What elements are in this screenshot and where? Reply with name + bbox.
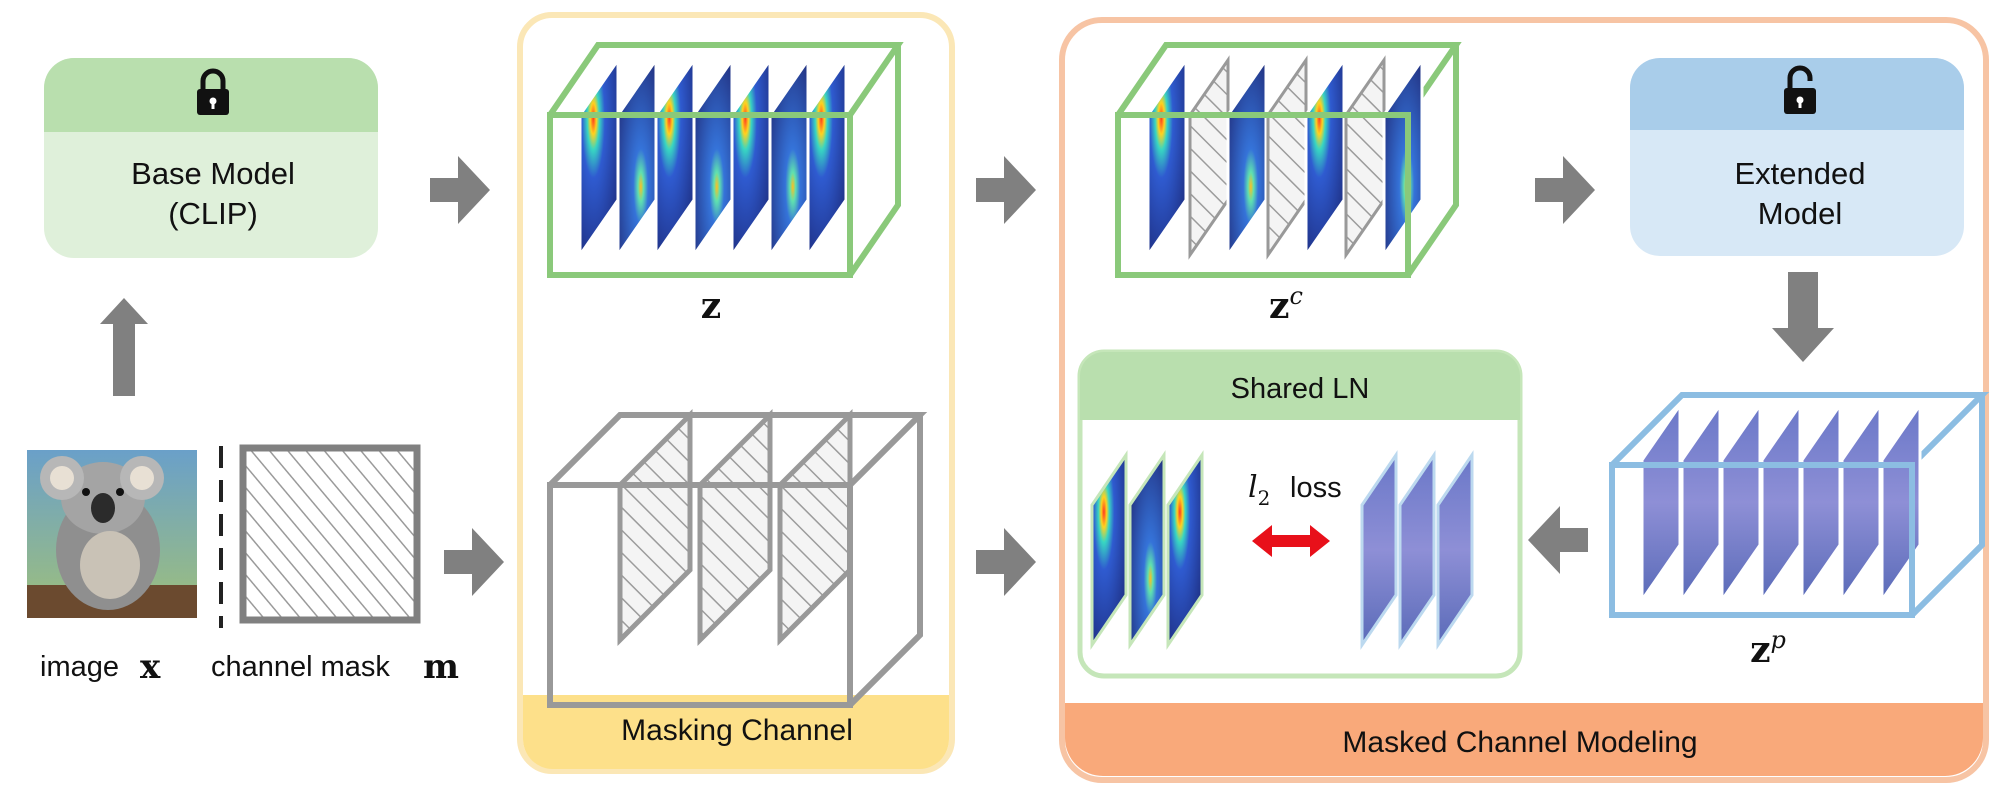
zc-label: zc: [1269, 282, 1303, 327]
base-model-title: Base Model: [131, 156, 295, 191]
loss-label: loss: [1290, 472, 1342, 504]
koala-image: [27, 450, 197, 618]
extended-model-box: Extended Model: [1630, 58, 1964, 256]
image-symbol: x: [140, 647, 161, 687]
channel-mask-symbol: m: [423, 647, 459, 687]
base-model-box: Base Model (CLIP): [44, 58, 378, 258]
channel-mask-label: channel mask: [211, 651, 390, 683]
extended-model-title: Extended: [1735, 156, 1866, 191]
arrow-right-icon: [430, 156, 490, 224]
arrow-right-icon: [1535, 156, 1595, 224]
shared-ln-title: Shared LN: [1231, 373, 1370, 405]
image-label: image: [40, 651, 119, 683]
arrow-right-icon: [976, 528, 1036, 596]
masking-cube: [547, 408, 928, 708]
down-arrow-icon: [1772, 272, 1834, 362]
extended-model-subtitle: Model: [1758, 196, 1842, 231]
masking-channel-title: Masking Channel: [621, 714, 853, 747]
base-model-subtitle: (CLIP): [168, 196, 258, 231]
double-arrow-icon: [1252, 525, 1330, 557]
shared-ln-box: Shared LN l2 loss: [1077, 349, 1523, 679]
arrow-right-icon: [444, 528, 504, 596]
masked-channel-modeling-title: Masked Channel Modeling: [1342, 726, 1697, 759]
z-label: z: [701, 285, 721, 327]
loss-symbol: l2: [1248, 470, 1270, 510]
arrow-left-icon: [1528, 506, 1588, 574]
feature-stack-zp: [1609, 392, 1990, 618]
up-arrow-icon: [100, 298, 148, 396]
feature-stack-z: [547, 42, 904, 278]
feature-stack-zc: [1115, 42, 1462, 278]
arrow-right-icon: [976, 156, 1036, 224]
channel-mask-square: [239, 444, 421, 624]
zp-label: zp: [1750, 626, 1786, 671]
